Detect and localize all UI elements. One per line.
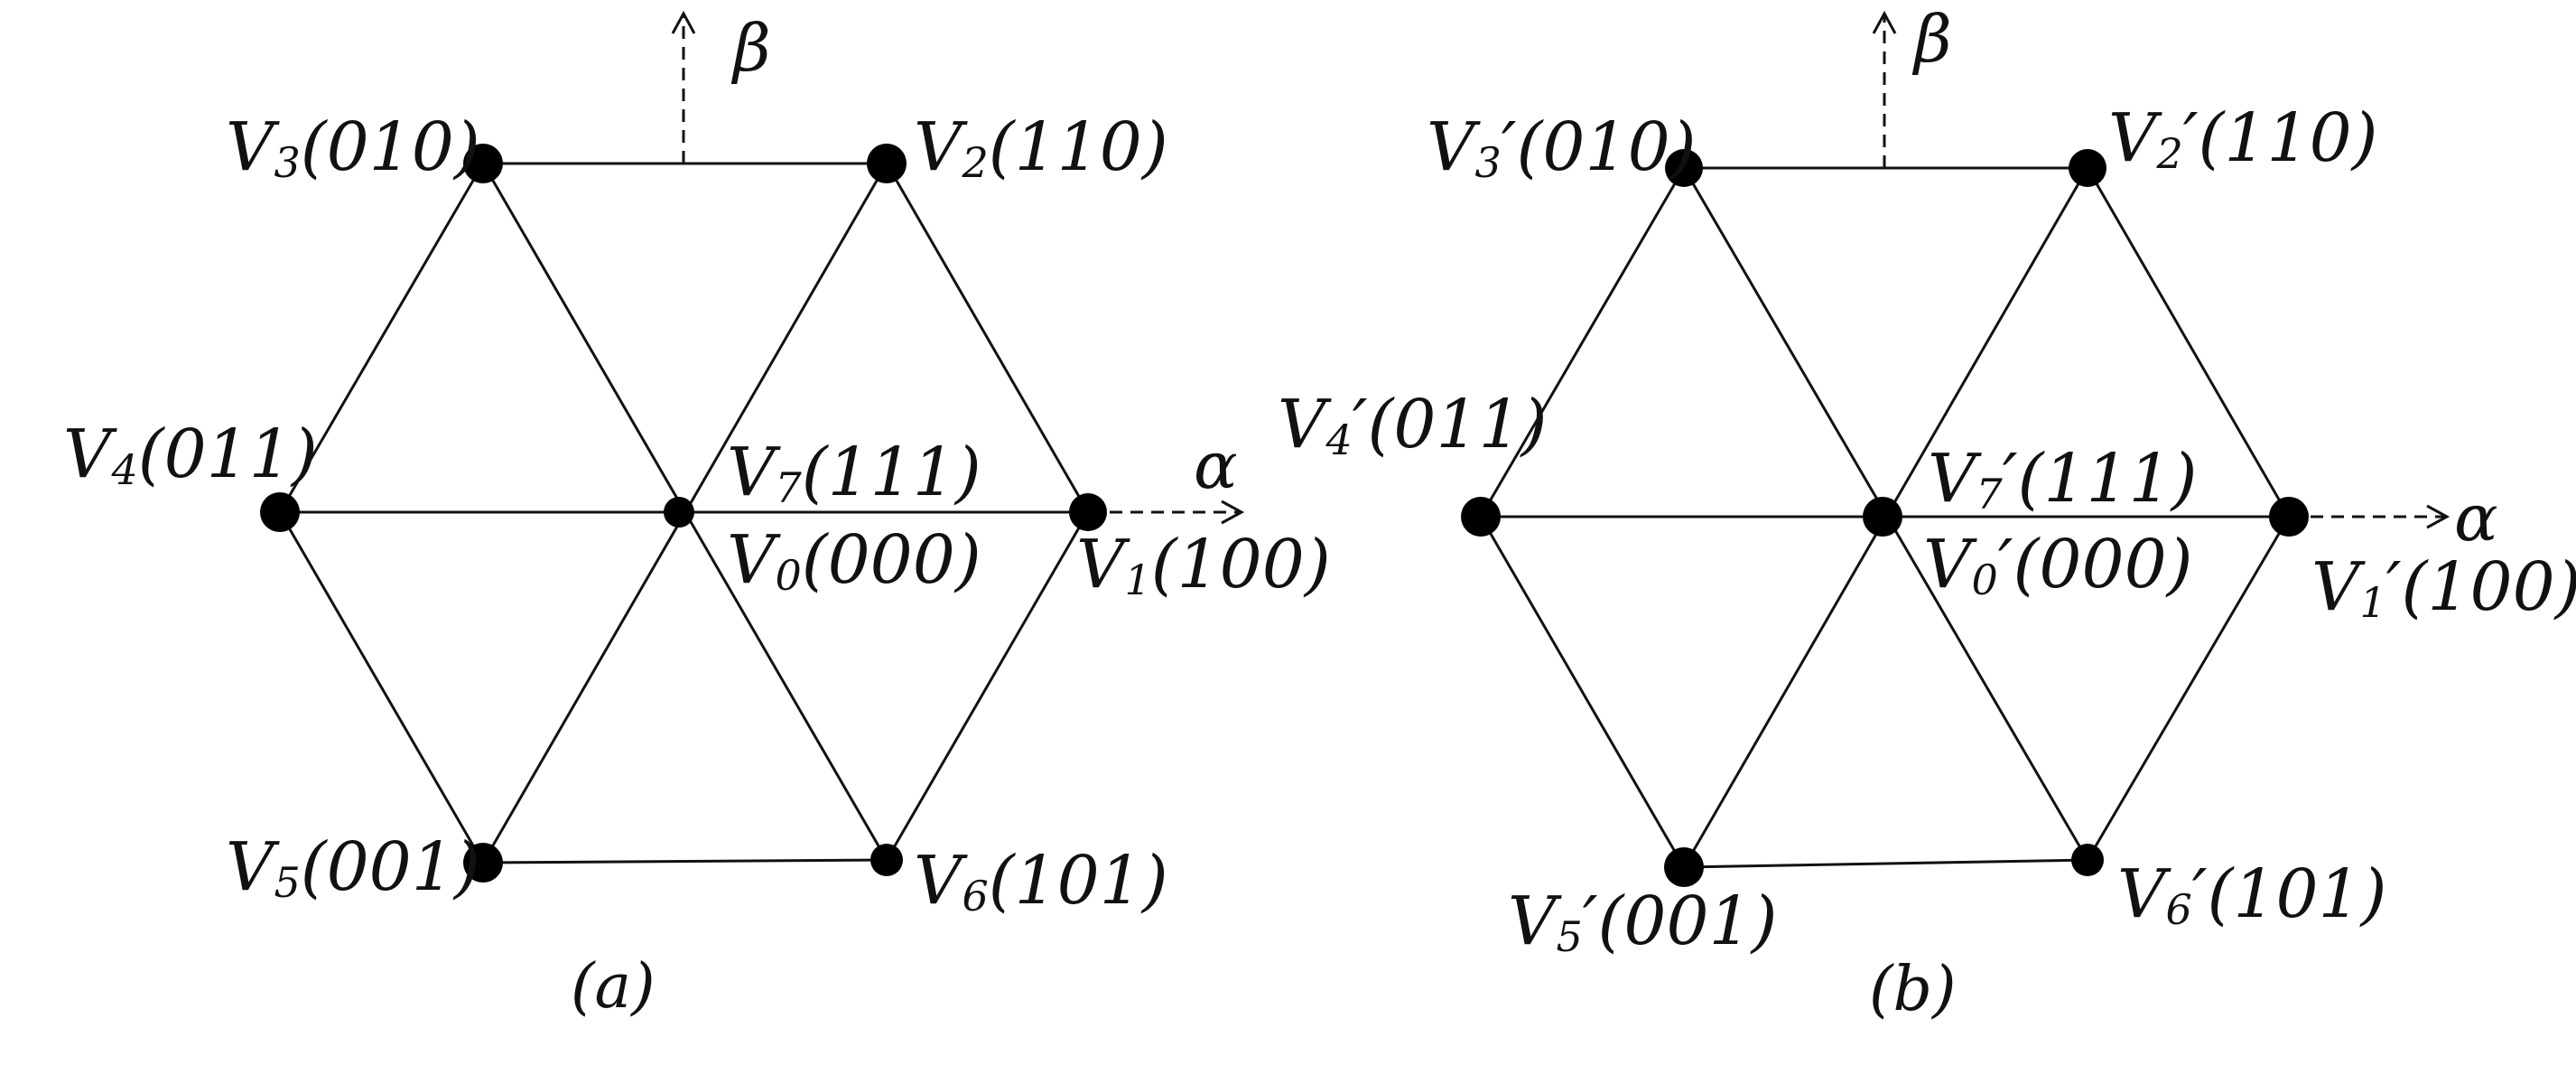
vector-node-7	[1863, 497, 1902, 537]
vector-label-v7: V7′(111)	[1928, 440, 2198, 518]
vector-node-2	[867, 144, 907, 183]
hexagon-edge	[885, 163, 1090, 513]
vector-label-v3: V3′(010)	[1427, 108, 1697, 187]
vector-label-v6: V6′(101)	[2117, 855, 2387, 934]
panel-a-hexagon: α βV1(100) V2(110) V3(010) V4(011) V5(001) V6(…	[63, 10, 1331, 1023]
vector-node-3	[1665, 149, 1703, 187]
alpha-arrowhead-icon	[2426, 504, 2450, 529]
vector-label-v6: V6(101)	[914, 842, 1168, 920]
panel-caption: (a)	[571, 951, 656, 1023]
vector-label-v3: V3(010)	[226, 108, 480, 187]
vector-node-1	[2269, 497, 2309, 537]
vector-label-v0: V0(000)	[727, 521, 981, 600]
vector-label-v7: V7(111)	[727, 434, 981, 512]
vector-label-v1: V1′(100)	[2311, 548, 2576, 627]
beta-axis-label: β	[1911, 1, 1952, 77]
hexagon-edge	[278, 511, 485, 864]
hexagon-edge	[2086, 167, 2291, 518]
hexagon-edge	[1479, 167, 1686, 518]
beta-arrowhead-icon	[671, 10, 696, 34]
hexagon-edge	[482, 858, 888, 864]
alpha-axis-label: α	[2454, 480, 2498, 556]
hexagon-edge	[2086, 516, 2291, 861]
vector-label-v1: V1(100)	[1076, 526, 1331, 604]
hexagon-edge	[885, 511, 1090, 861]
vector-node-4	[1461, 497, 1501, 537]
vector-node-2	[2069, 149, 2106, 187]
vector-label-v2: V2′(110)	[2108, 99, 2378, 178]
vector-node-5	[1664, 847, 1704, 887]
vector-label-v0: V0′(000)	[1923, 526, 2193, 604]
vector-label-v2: V2(110)	[914, 108, 1168, 187]
vector-node-6	[2071, 844, 2104, 876]
alpha-arrowhead-icon	[1221, 500, 1245, 525]
hexagon-edge	[1683, 858, 2088, 869]
vector-label-v4: V4(011)	[63, 416, 318, 494]
beta-arrowhead-icon	[1872, 10, 1897, 34]
hexagon-edge	[278, 163, 485, 513]
beta-axis-label: β	[730, 10, 771, 86]
panel-b-hexagon: α βV1′(100) V2′(110) V3′(010) V4′(011) V5′(00…	[1278, 1, 2576, 1025]
panel-caption: (b)	[1869, 954, 1957, 1025]
vector-node-6	[870, 844, 903, 876]
vector-node-4	[260, 492, 300, 532]
vector-label-v5: V5′(001)	[1508, 883, 1778, 961]
hexagon-edge	[1479, 516, 1686, 868]
vector-label-v4: V4′(011)	[1278, 386, 1548, 464]
vector-node-7	[664, 497, 694, 528]
alpha-axis-label: α	[1194, 427, 1238, 503]
vector-node-5	[463, 843, 503, 883]
vector-node-1	[1069, 493, 1107, 531]
vector-label-v5: V5(001)	[226, 828, 480, 907]
vector-node-3	[463, 144, 503, 183]
